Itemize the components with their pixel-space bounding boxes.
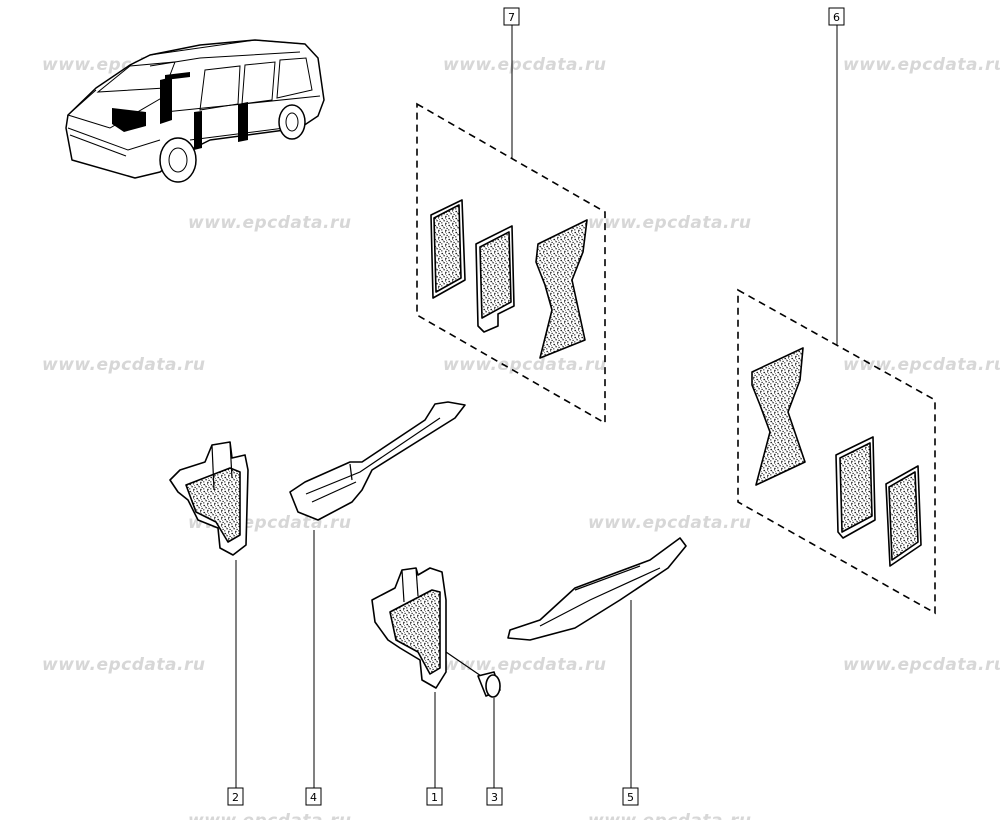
assembly-outline-7 bbox=[416, 102, 606, 425]
watermark: www.epcdata.ru bbox=[843, 355, 1000, 375]
watermark: www.epcdata.ru bbox=[588, 513, 751, 533]
watermark: www.epcdata.ru bbox=[188, 213, 351, 233]
callout-5: 5 bbox=[622, 787, 639, 806]
watermark: www.epcdata.ru bbox=[443, 55, 606, 75]
foam-pads-group-7 bbox=[430, 199, 588, 359]
watermark: www.epcdata.ru bbox=[443, 355, 606, 375]
callout-number: 5 bbox=[627, 791, 634, 804]
part-5-sill-trim bbox=[507, 537, 687, 641]
clip-fastener-icon bbox=[445, 651, 501, 698]
callout-number: 6 bbox=[833, 11, 840, 24]
watermark: www.epcdata.ru bbox=[843, 655, 1000, 675]
callout-number: 7 bbox=[508, 11, 515, 24]
watermark: www.epcdata.ru bbox=[443, 655, 606, 675]
watermark: www.epcdata.ru bbox=[588, 811, 751, 820]
assembly-outline-6 bbox=[737, 288, 936, 615]
foam-pads-group-6 bbox=[751, 347, 922, 567]
watermark: www.epcdata.ru bbox=[843, 55, 1000, 75]
callout-1: 1 bbox=[426, 787, 443, 806]
callout-number: 2 bbox=[232, 791, 239, 804]
callout-number: 4 bbox=[310, 791, 317, 804]
part-4-sill-trim bbox=[289, 401, 466, 521]
callout-number: 3 bbox=[491, 791, 498, 804]
part-1-pillar-trim bbox=[371, 567, 447, 689]
van-locator-icon bbox=[65, 39, 325, 183]
callout-3: 3 bbox=[486, 787, 503, 806]
part-2-pillar-trim bbox=[169, 441, 249, 556]
leader-lines bbox=[235, 25, 838, 788]
watermark: www.epcdata.ru bbox=[42, 655, 205, 675]
callout-2: 2 bbox=[227, 787, 244, 806]
callout-7: 7 bbox=[503, 7, 520, 26]
watermark: www.epcdata.ru bbox=[42, 355, 205, 375]
watermark: www.epcdata.ru bbox=[188, 811, 351, 820]
watermark: www.epcdata.ru bbox=[588, 213, 751, 233]
callout-4: 4 bbox=[305, 787, 322, 806]
callout-number: 1 bbox=[431, 791, 438, 804]
callout-6: 6 bbox=[828, 7, 845, 26]
